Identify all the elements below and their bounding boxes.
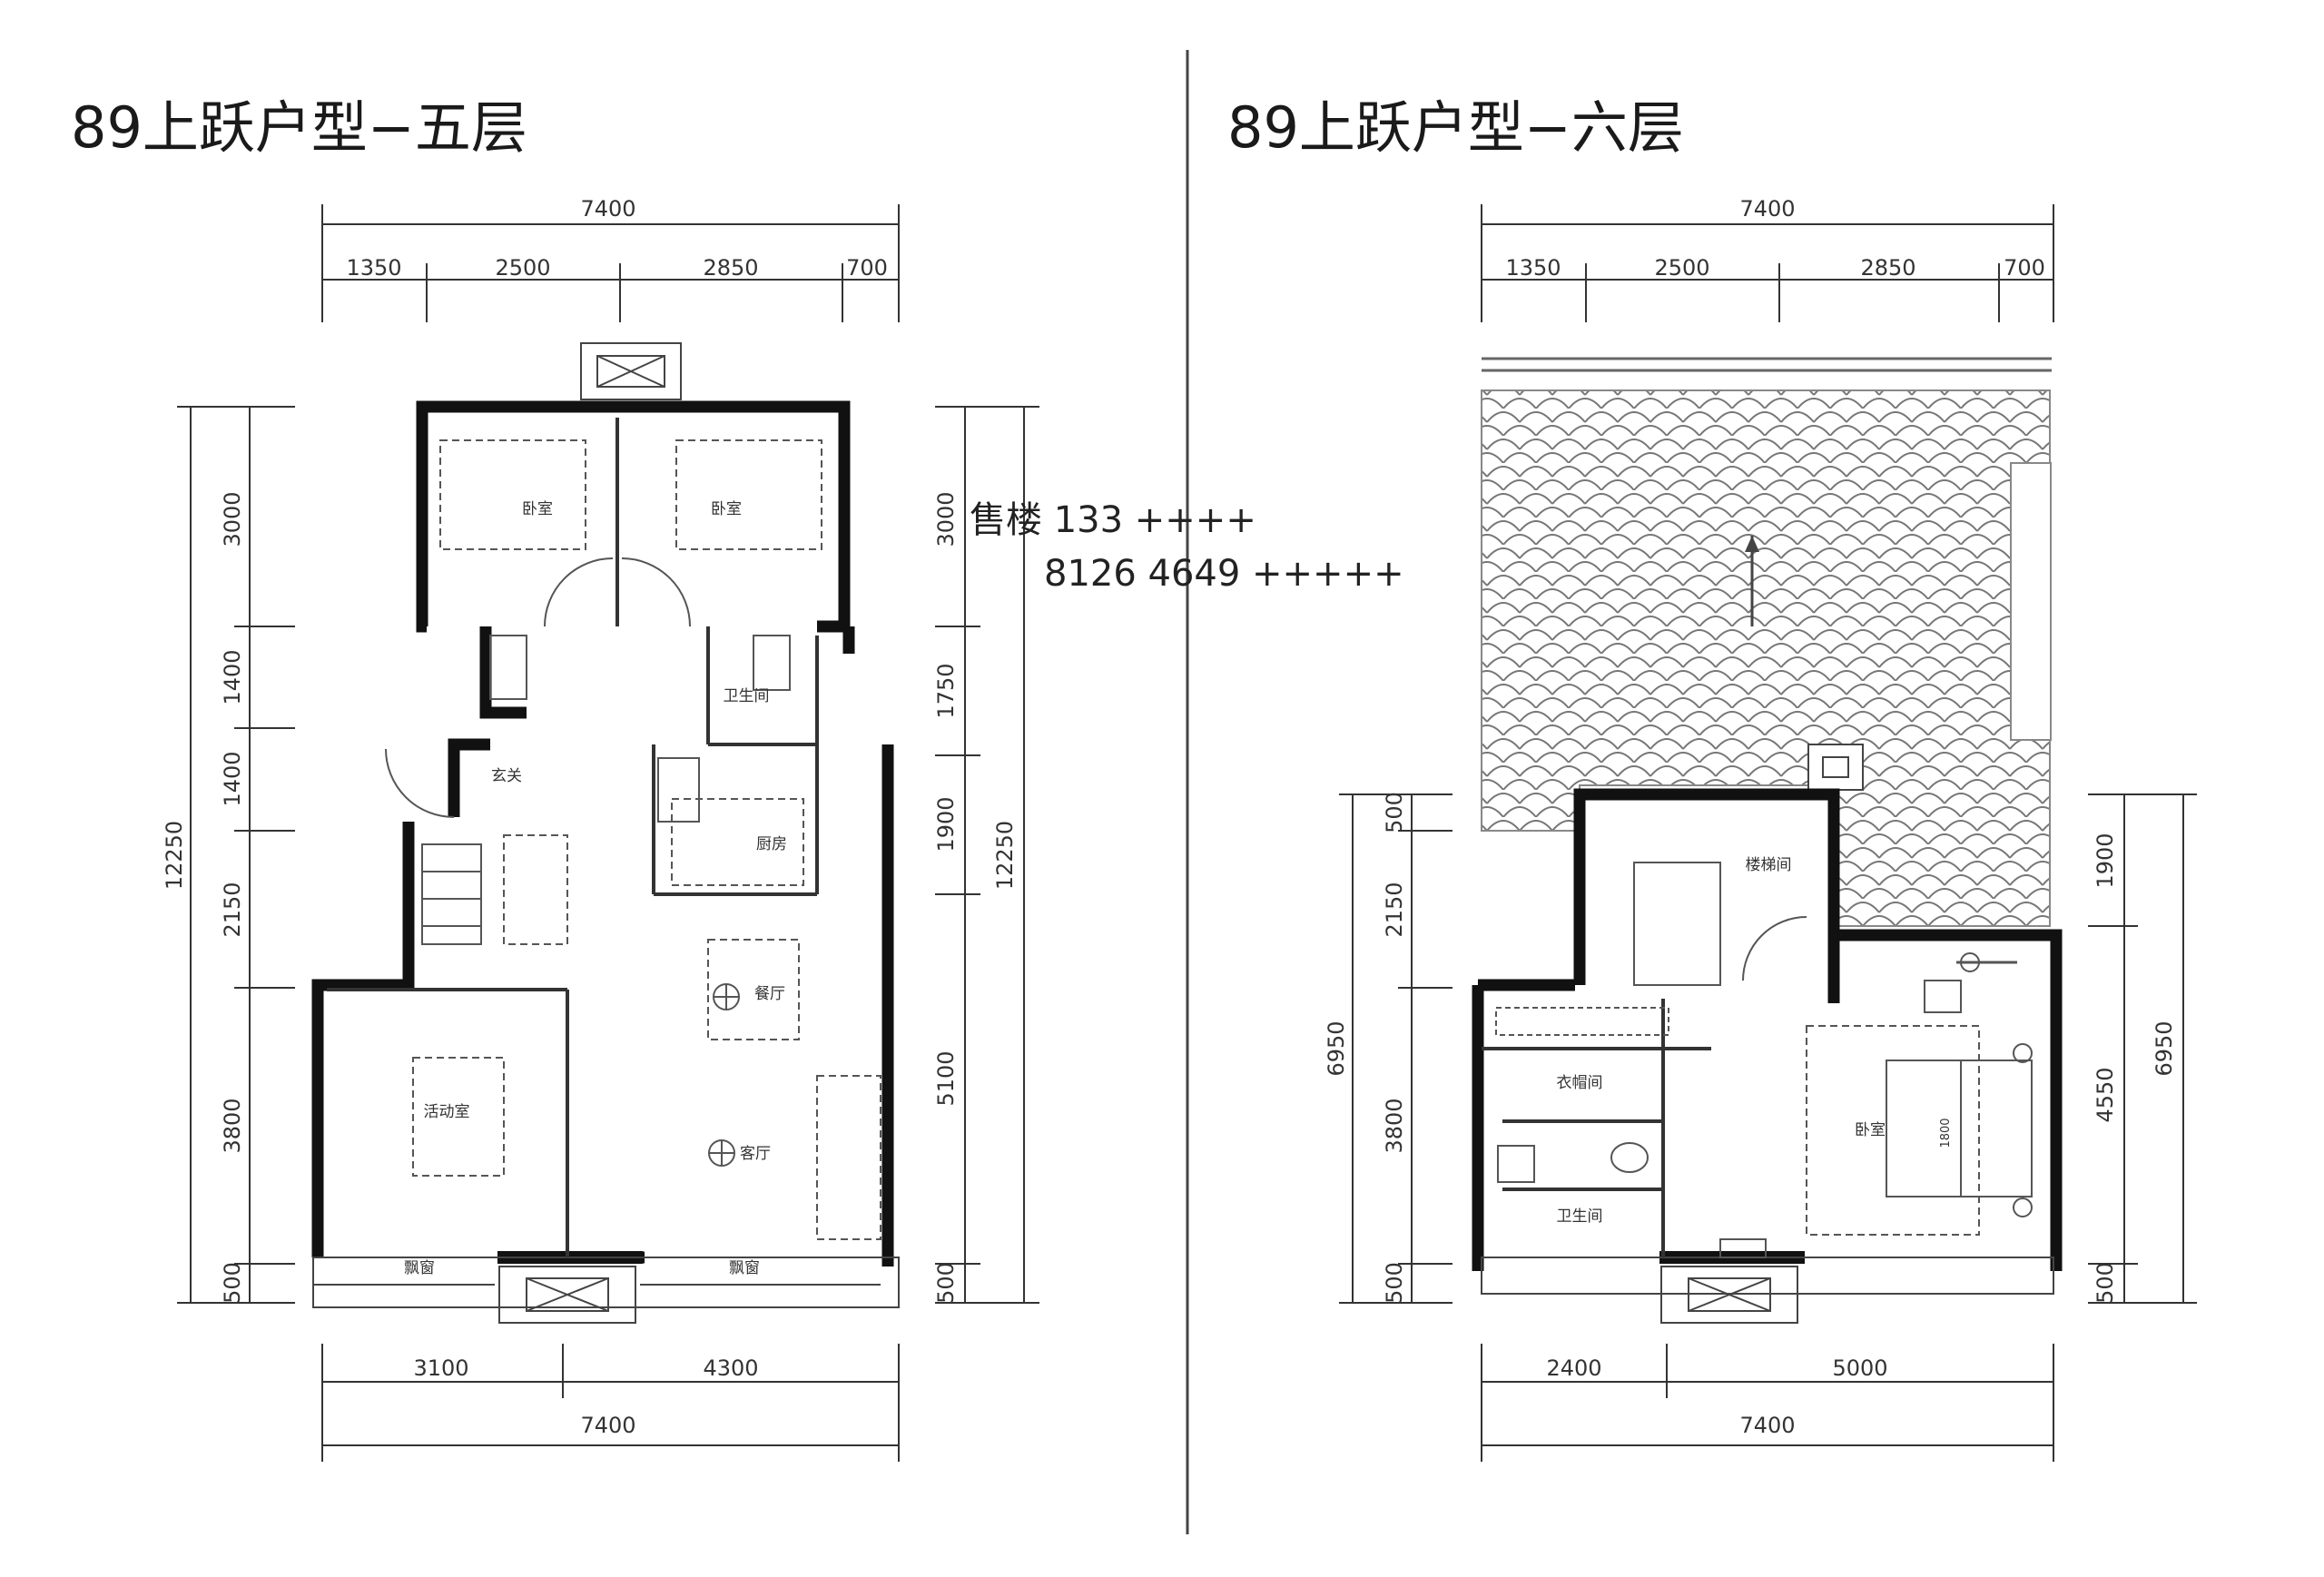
floor6-roof-terrace (1481, 357, 2052, 927)
floor5-top-dim-4: 700 (846, 255, 888, 281)
floor6-top-dimensions (1481, 204, 2054, 322)
floor6-right-dim-3: 500 (2093, 1262, 2118, 1304)
watermark-line-1: 售楼 133 ++++ (970, 499, 1256, 541)
floor5-bottom-dim-2: 4300 (703, 1355, 758, 1381)
floor5-left-dim-1: 3000 (220, 491, 245, 547)
floor5-top-total-dim: 7400 (580, 196, 635, 222)
floor6-left-dim-4: 500 (1382, 1262, 1407, 1304)
floor5-left-total-dim: 12250 (162, 821, 187, 890)
watermark-line-2: 8126 4649 +++++ (1044, 553, 1404, 595)
floor6-top-dim-4: 700 (2004, 255, 2045, 281)
floor6-top-dim-3: 2850 (1860, 255, 1915, 281)
floor6-bottom-dim-1: 2400 (1546, 1355, 1601, 1381)
floor6-bed-size: 1800 (1939, 1118, 1953, 1148)
floor6-right-dim-2: 4550 (2093, 1067, 2118, 1122)
floor5-plan: 7400 1350 2500 2850 700 3100 4300 7400 (162, 196, 1039, 1462)
floor6-furniture (1495, 862, 2033, 1258)
floor5-right-dim-5: 500 (933, 1262, 959, 1304)
floor5-room-activity: 活动室 (424, 1103, 470, 1121)
floor6-room-stair: 楼梯间 (1746, 856, 1792, 874)
floor6-walls (1472, 788, 2063, 1271)
floor6-room-closet: 衣帽间 (1557, 1074, 1603, 1092)
floor6-top-dim-1: 1350 (1505, 255, 1561, 281)
floor5-fixtures (385, 557, 791, 1167)
floor5-top-dim-3: 2850 (703, 255, 758, 281)
floor5-room-bay-window-b: 飘窗 (729, 1259, 760, 1277)
floor5-room-kitchen: 厨房 (756, 835, 787, 853)
floor5-left-dimensions (177, 406, 295, 1304)
floor5-room-living: 客厅 (740, 1145, 771, 1163)
floor6-title: 89上跃户型−六层 (1227, 94, 1684, 161)
floor6-partitions (1482, 999, 1711, 1257)
floor6-right-dim-1: 1900 (2093, 833, 2118, 888)
floor5-room-bedroom-a: 卧室 (522, 500, 553, 518)
floor5-right-dim-3: 1900 (933, 796, 959, 852)
floor6-left-dim-3: 3800 (1382, 1098, 1407, 1153)
floor5-right-dimensions (935, 406, 1039, 1304)
floor6-right-total-dim: 6950 (2152, 1020, 2177, 1076)
floor6-left-total-dim: 6950 (1324, 1020, 1349, 1076)
floor5-right-dim-4: 5100 (933, 1050, 959, 1106)
floor5-left-dim-6: 500 (220, 1262, 245, 1304)
floor5-top-dimensions (321, 204, 900, 322)
floor6-bottom-dim-2: 5000 (1832, 1355, 1887, 1381)
floor6-right-dimensions (2088, 793, 2197, 1304)
floor5-walls (311, 400, 894, 1267)
floor6-room-bathroom: 卫生间 (1557, 1207, 1603, 1226)
floor5-bottom-total-dim: 7400 (580, 1413, 635, 1438)
floor5-left-dim-4: 2150 (220, 882, 245, 937)
floor6-left-dim-2: 2150 (1382, 882, 1407, 937)
floor5-room-bathroom: 卫生间 (724, 687, 770, 705)
floor5-left-dim-2: 1400 (220, 649, 245, 705)
floor5-bay-windows (312, 342, 900, 1324)
floor6-bottom-total-dim: 7400 (1739, 1413, 1795, 1438)
floor5-title: 89上跃户型−五层 (71, 94, 527, 161)
floor5-right-dim-1: 3000 (933, 491, 959, 547)
floor5-partitions (327, 418, 819, 1257)
floor5-room-bedroom-b: 卧室 (711, 500, 742, 518)
floor6-top-total-dim: 7400 (1739, 196, 1795, 222)
floor5-right-total-dim: 12250 (992, 821, 1018, 890)
floor6-bottom-dimensions (1481, 1344, 2054, 1462)
floor6-top-dim-2: 2500 (1654, 255, 1709, 281)
floor6-left-dimensions (1339, 793, 1452, 1304)
floor5-room-entrance: 玄关 (491, 767, 522, 785)
floor5-bottom-dimensions (321, 1344, 900, 1462)
floor6-left-dim-1: 500 (1382, 792, 1407, 833)
floor6-plan: 7400 1350 2500 2850 700 2400 5000 7400 5… (1324, 196, 2197, 1462)
floor6-room-bedroom: 卧室 (1855, 1121, 1886, 1139)
floor5-left-dim-3: 1400 (220, 751, 245, 806)
floor5-top-dim-2: 2500 (495, 255, 550, 281)
floor5-left-dim-5: 3800 (220, 1098, 245, 1153)
floor5-right-dim-2: 1750 (933, 663, 959, 718)
floor5-bottom-dim-1: 3100 (413, 1355, 468, 1381)
floor5-furniture (412, 439, 881, 1240)
floor5-room-bay-window-a: 飘窗 (404, 1259, 435, 1277)
floor5-top-dim-1: 1350 (346, 255, 401, 281)
floor5-room-dining: 餐厅 (754, 985, 785, 1003)
floor6-lower-frame (1481, 1257, 2054, 1324)
